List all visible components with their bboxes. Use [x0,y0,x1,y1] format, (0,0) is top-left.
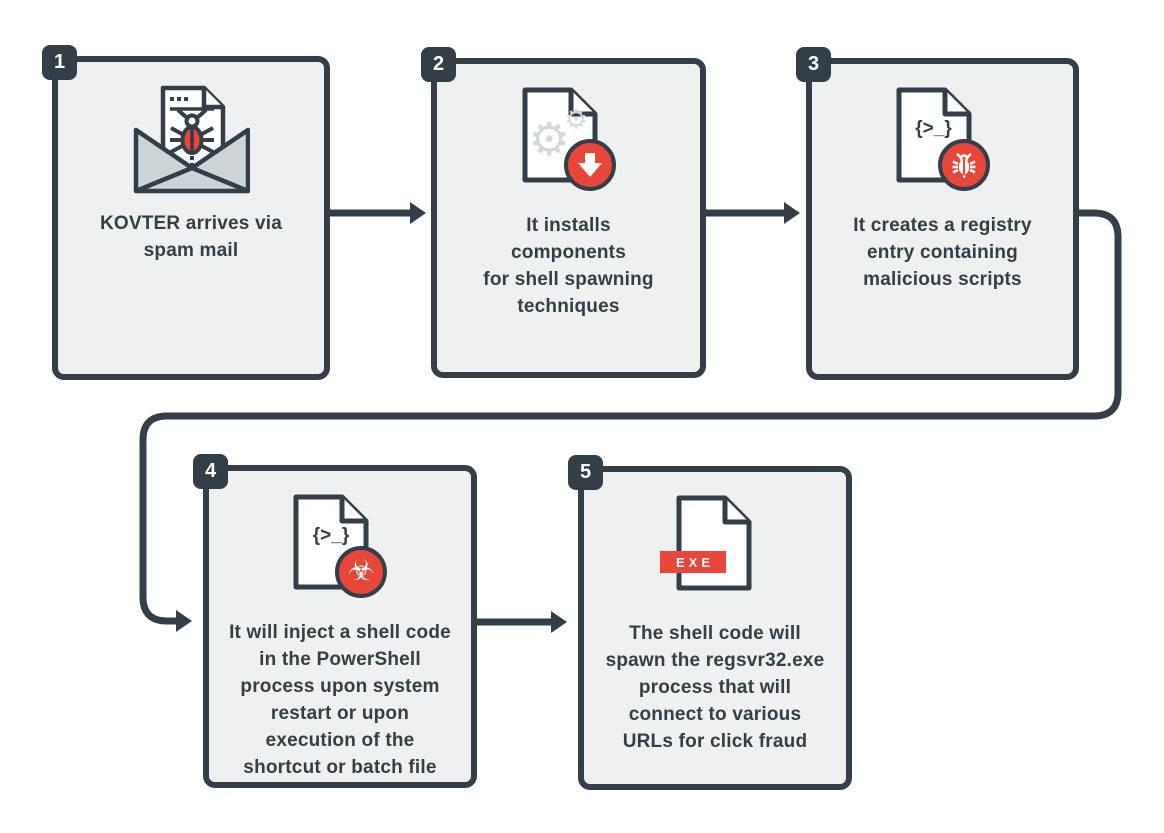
step-2-card: 2 ⚙ ⚙ It installs components for shel [421,47,706,378]
mail-with-bug-icon [133,85,251,194]
step-5-text: The shell code will spawn the regsvr32.e… [605,623,825,752]
step-4-card: 4 {>_} ☣ It will inject a shell code in … [193,454,477,788]
code-glyph: {>_} [915,118,952,139]
step-3-card: 3 {>_} [796,47,1079,380]
step-1-icon-area [132,84,251,200]
code-glyph: {>_} [312,525,350,546]
biohazard-badge: ☣ [335,546,387,598]
step-5-icon-area: EXE [660,494,755,610]
step-3-text: It creates a registry entry containing m… [853,215,1032,290]
gear-icon: ⚙ [528,113,570,165]
arrowhead-2 [784,202,800,224]
step-4-icon-area: {>_} ☣ [292,493,388,609]
download-badge [563,139,616,191]
exe-document-icon [676,495,752,591]
arrowhead-4 [551,611,567,633]
step-1-number-badge: 1 [42,45,77,80]
step-1-card: 1 [42,45,330,380]
biohazard-icon: ☣ [348,554,374,587]
step-1-text: KOVTER arrives via spam mail [99,213,283,261]
arrowhead-3 [176,610,192,632]
download-arrow-icon [577,153,602,177]
step-2-icon-area: ⚙ ⚙ [521,86,617,202]
step-4-text: It will inject a shell code in the Power… [229,622,451,778]
step-5-card: 5 EXE The shell code will spawn the regs… [568,455,852,790]
step-2-number-badge: 2 [421,47,456,82]
step-4-number-badge: 4 [193,454,228,489]
exe-label: EXE [660,551,726,573]
step-3-icon-area: {>_} [895,86,991,202]
arrowhead-1 [410,202,426,224]
step-3-number-badge: 3 [796,47,831,82]
step-5-number-badge: 5 [568,455,603,490]
step-2-text: It installs components for shell spawnin… [483,215,654,317]
gear-small-icon: ⚙ [564,104,588,134]
malware-badge [937,139,990,191]
bug-icon [951,153,976,178]
